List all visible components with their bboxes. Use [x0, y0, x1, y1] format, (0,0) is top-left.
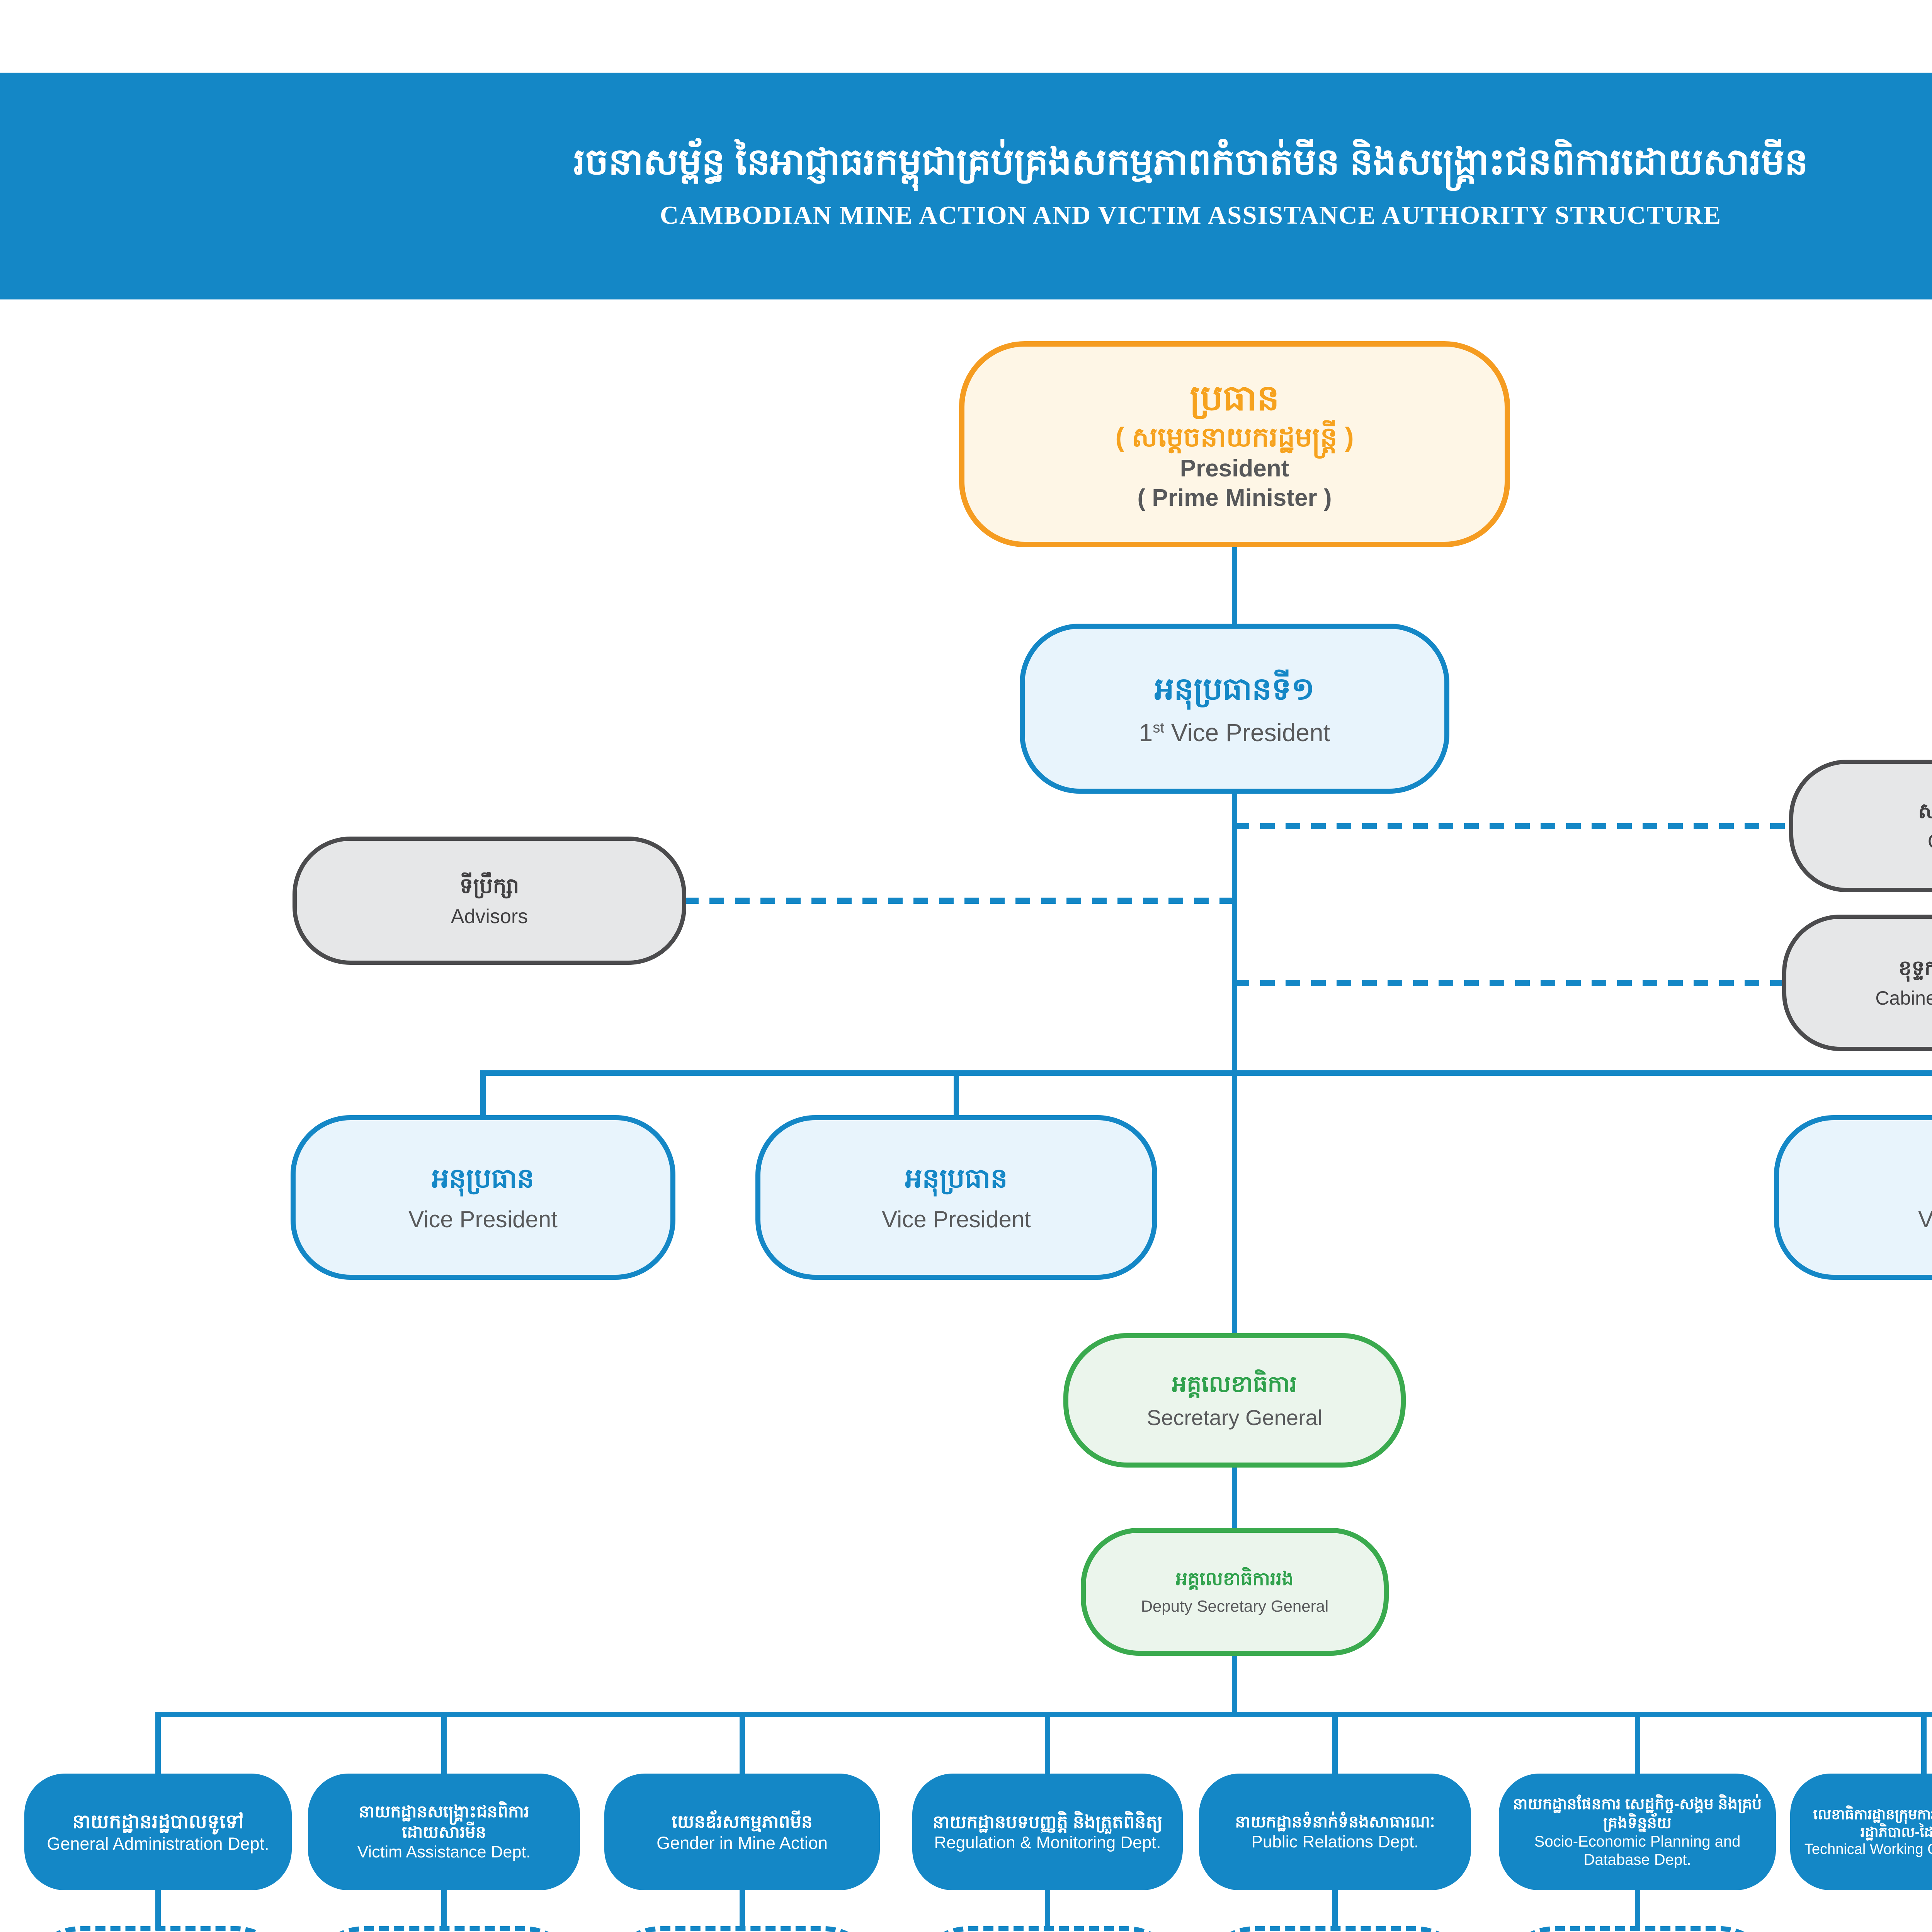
- cabinet-english: Cabinet of 1st Vice President: [1875, 987, 1932, 1009]
- department-items-container-3: ក្រុមការងារយេនឌ័រGender Team: [604, 1926, 880, 1932]
- vice-president-1-english: Vice President: [408, 1206, 558, 1233]
- advisors-english: Advisors: [451, 905, 528, 928]
- title-khmer: រចនាសម្ព័ន្ធ នៃអាជ្ញាធរកម្ពុជាគ្រប់គ្រងស…: [573, 141, 1808, 182]
- first-vice-president-box: អនុប្រធានទី១ 1st Vice President: [1020, 624, 1449, 794]
- connector-department-container-drop-3: [739, 1890, 745, 1930]
- cabinet-khmer: ខុទ្ទកាល័យ អនុប្រធានទី១: [1898, 956, 1932, 980]
- department-header-khmer: នាយកដ្ឋានសង្គ្រោះជនពិការ ដោយសារមីន: [359, 1803, 529, 1842]
- department-header-6: នាយកដ្ឋានផែនការ សេដ្ឋកិច្ច-សង្គម និងគ្រប…: [1499, 1774, 1776, 1890]
- president-title-khmer: ប្រធាន: [1190, 378, 1279, 418]
- president-title-english: President: [1180, 455, 1289, 482]
- deputy-secretary-general-khmer: អគ្គលេខាធិការរង: [1176, 1568, 1294, 1589]
- connector-department-container-drop-4: [1045, 1890, 1050, 1930]
- department-header-english: Public Relations Dept.: [1251, 1832, 1419, 1851]
- connector-department-container-drop-1: [155, 1890, 161, 1930]
- connector-department-drop-5: [1332, 1712, 1338, 1777]
- department-header-english: Gender in Mine Action: [656, 1833, 828, 1853]
- vice-president-box-2: អនុប្រធាន Vice President: [755, 1115, 1157, 1280]
- deputy-secretary-general-english: Deputy Secretary General: [1141, 1597, 1329, 1615]
- department-header-english: Victim Assistance Dept.: [357, 1843, 531, 1862]
- connector-vice-presidents-horizontal: [480, 1070, 1932, 1076]
- connector-department-drop-2: [441, 1712, 447, 1777]
- department-header-english: Technical Working Group Secretariat: [1804, 1841, 1932, 1857]
- connector-department-drop-4: [1045, 1712, 1050, 1777]
- department-items-container-6: ការិយាល័យផែនការPlanningការិយាល័យព័ត៌មានជ…: [1499, 1926, 1776, 1932]
- department-items-container-4: ការិយាល័យបទបញ្ញត្តិRegulationការិយាល័យត្…: [912, 1926, 1183, 1932]
- advisors-box: ទីប្រឹក្សា Advisors: [293, 837, 686, 965]
- connector-vp-drop-2: [954, 1070, 959, 1117]
- connector-department-drop-6: [1634, 1712, 1640, 1777]
- vice-president-2-english: Vice President: [882, 1206, 1031, 1233]
- advisors-khmer: ទីប្រឹក្សា: [459, 873, 519, 898]
- connector-vp-drop-1: [480, 1070, 486, 1117]
- vice-president-2-khmer: អនុប្រធាន: [905, 1163, 1008, 1193]
- title-banner: រចនាសម្ព័ន្ធ នៃអាជ្ញាធរកម្ពុជាគ្រប់គ្រងស…: [0, 73, 1932, 299]
- connector-department-container-drop-5: [1332, 1890, 1338, 1930]
- deputy-secretary-general-box: អគ្គលេខាធិការរង Deputy Secretary General: [1081, 1528, 1389, 1656]
- department-items-container-2: ការិយាល័យបញ្ជ្រាបការងារ ពិការភាពក្នុងគោល…: [308, 1926, 580, 1932]
- department-header-khmer: នាយកដ្ឋានទំនាក់ទំនងសាធារណៈ: [1235, 1813, 1435, 1831]
- department-header-khmer: នាយកដ្ឋានរដ្ឋបាលទូទៅ: [72, 1810, 244, 1832]
- department-header-english: Regulation & Monitoring Dept.: [934, 1833, 1161, 1852]
- vice-president-box-1: អនុប្រធាន Vice President: [291, 1115, 675, 1280]
- secretary-general-box: អគ្គលេខាធិការ Secretary General: [1063, 1333, 1406, 1468]
- connector-department-drop-3: [739, 1712, 745, 1777]
- cmaa-member-khmer: សមាជិកអាជ្ញាធរមីន: [1918, 799, 1932, 823]
- department-header-1: នាយកដ្ឋានរដ្ឋបាលទូទៅGeneral Administrati…: [24, 1774, 292, 1890]
- connector-advisors-dashed: [684, 898, 1235, 904]
- department-header-khmer: យេនឌ័រសកម្មភាពមីន: [672, 1811, 813, 1832]
- connector-cmaa-dashed: [1235, 823, 1793, 829]
- president-subtitle-khmer: ( សម្តេចនាយករដ្ឋមន្ត្រី ): [1115, 422, 1354, 452]
- vice-president-3-english: Vice President: [1918, 1206, 1932, 1233]
- president-box: ប្រធាន ( សម្តេចនាយករដ្ឋមន្ត្រី ) Preside…: [959, 341, 1510, 547]
- connector-cabinet-dashed: [1235, 980, 1784, 986]
- department-header-english: Socio-Economic Planning and Database Dep…: [1534, 1833, 1741, 1868]
- cmaa-member-english: CMAA Member: [1928, 830, 1932, 854]
- department-header-english: General Administration Dept.: [47, 1833, 269, 1854]
- department-header-khmer: នាយកដ្ឋានបទបញ្ញត្តិ និងត្រួតពិនិត្យ: [932, 1811, 1163, 1832]
- connector-department-drop-1: [155, 1712, 161, 1777]
- title-english: CAMBODIAN MINE ACTION AND VICTIM ASSISTA…: [660, 201, 1722, 230]
- department-header-5: នាយកដ្ឋានទំនាក់ទំនងសាធារណៈPublic Relatio…: [1199, 1774, 1471, 1890]
- secretary-general-english: Secretary General: [1146, 1405, 1323, 1430]
- cabinet-box: ខុទ្ទកាល័យ អនុប្រធានទី១ Cabinet of 1st V…: [1782, 915, 1932, 1051]
- vice-president-1-khmer: អនុប្រធាន: [432, 1163, 534, 1193]
- president-subtitle-english: ( Prime Minister ): [1137, 484, 1332, 511]
- cmaa-member-box: សមាជិកអាជ្ញាធរមីន CMAA Member: [1789, 760, 1932, 892]
- department-items-container-1: ការិយាល័យរដ្ឋបាលAdministrationការិយាល័យប…: [24, 1926, 292, 1932]
- connector-departments-horizontal: [155, 1712, 1932, 1717]
- department-header-7: លេខាធិការដ្ឋានក្រុមការងារបច្ចេកទេស រាជរដ…: [1790, 1774, 1932, 1890]
- connector-department-container-drop-6: [1634, 1890, 1640, 1930]
- vice-president-box-3: អនុប្រធាន Vice President: [1774, 1115, 1932, 1280]
- department-header-khmer: លេខាធិការដ្ឋានក្រុមការងារបច្ចេកទេស រាជរដ…: [1813, 1806, 1932, 1840]
- department-items-container-5: ការិយាល័យ អប់រំយល់ដឹងអំពី គ្រោះថ្នាក់ដោយ…: [1199, 1926, 1471, 1932]
- department-header-khmer: នាយកដ្ឋានផែនការ សេដ្ឋកិច្ច-សង្គម និងគ្រប…: [1513, 1796, 1762, 1832]
- secretary-general-khmer: អគ្គលេខាធិការ: [1172, 1371, 1297, 1397]
- first-vice-president-khmer: អនុប្រធានទី១: [1154, 671, 1315, 706]
- connector-department-drop-7: [1921, 1712, 1927, 1777]
- first-vice-president-english: 1st Vice President: [1139, 718, 1330, 747]
- connector-department-container-drop-2: [441, 1890, 447, 1930]
